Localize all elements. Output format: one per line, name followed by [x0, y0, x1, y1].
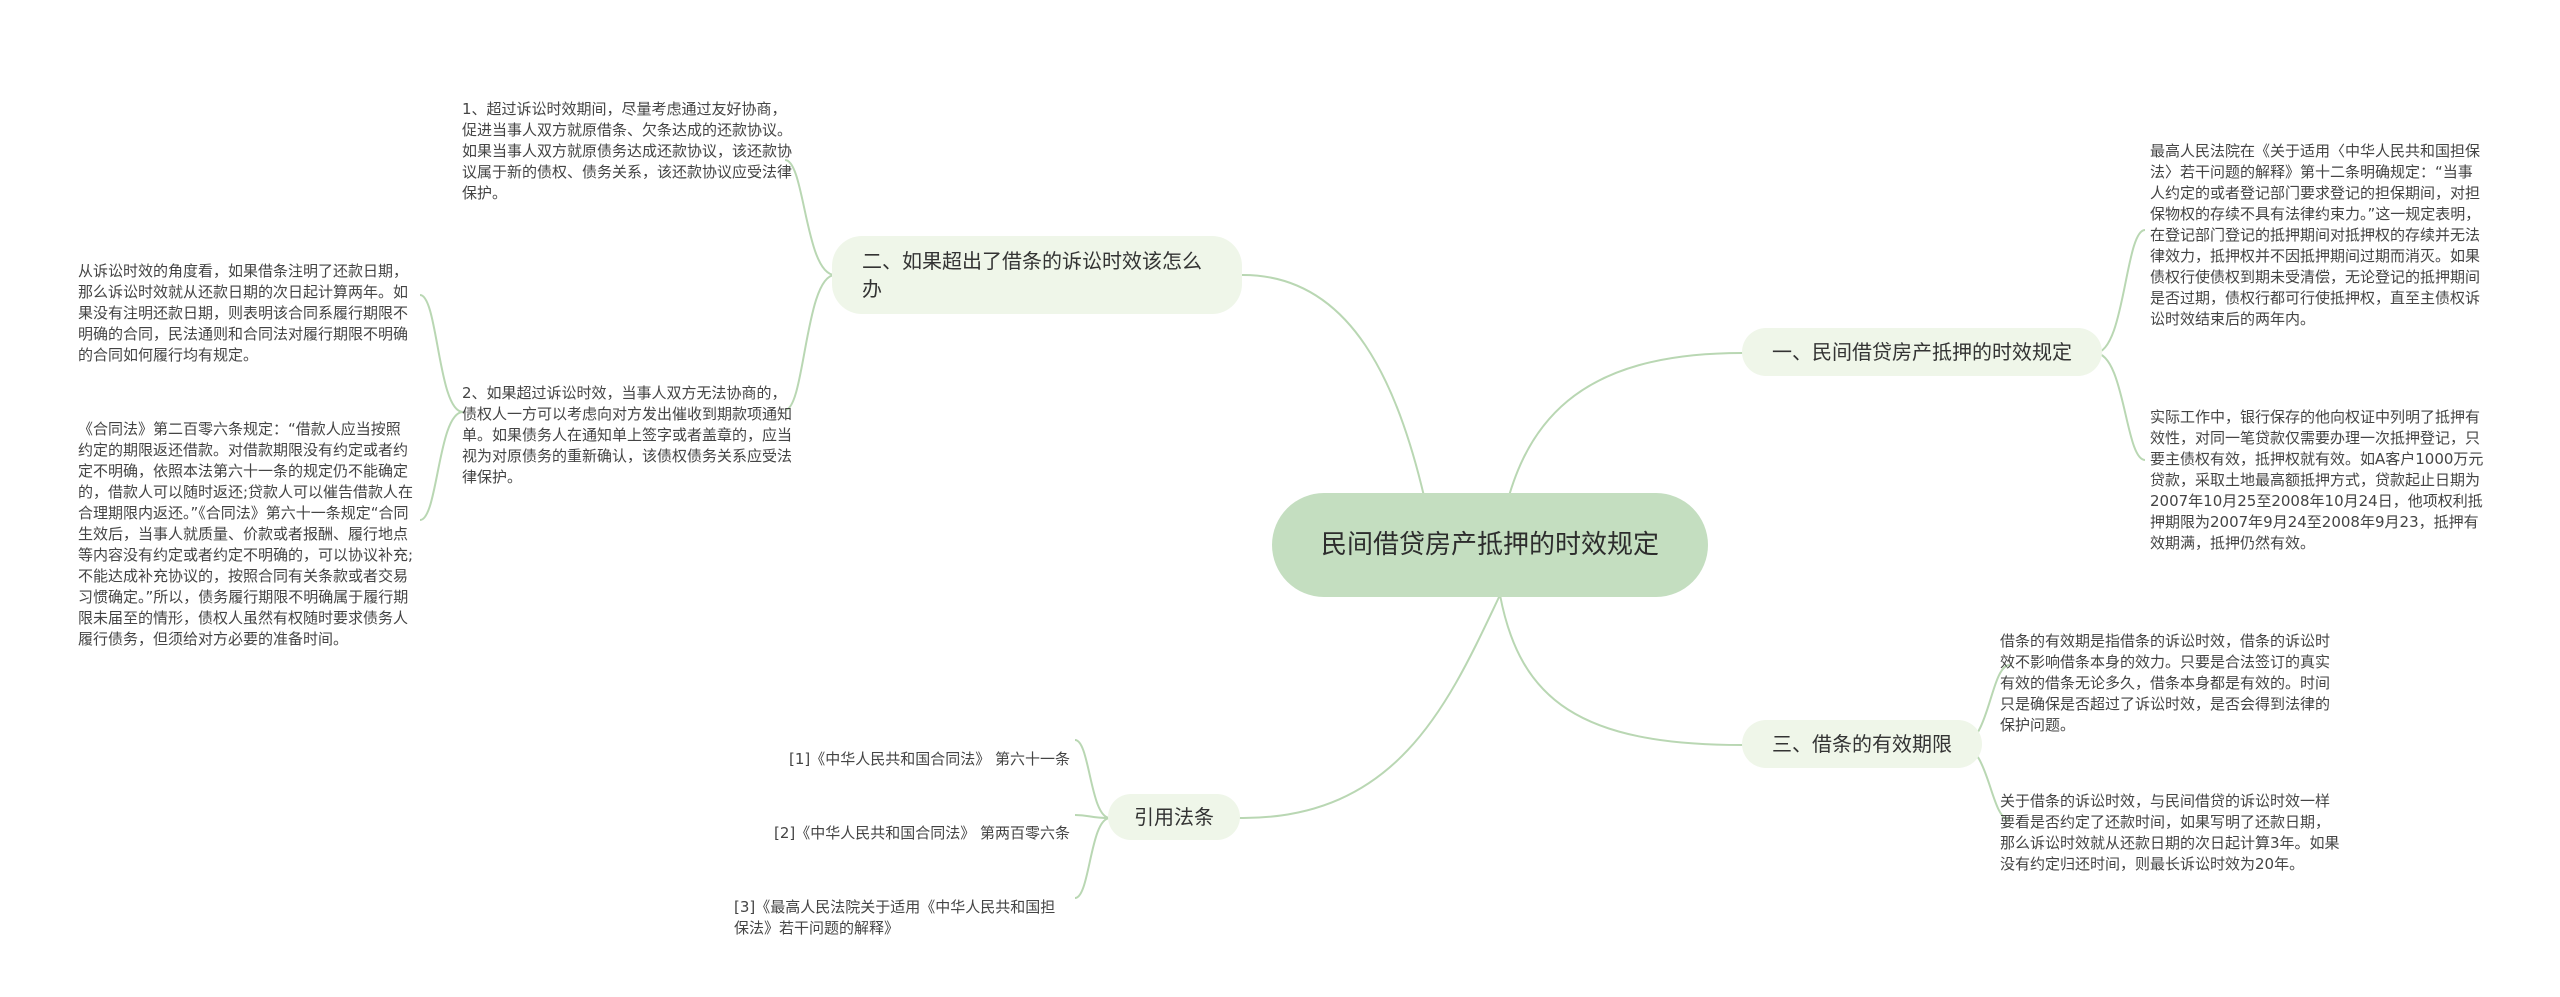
connector-root-b2	[1242, 274, 1431, 524]
ref-b4-2[interactable]: [2]《中华人民共和国合同法》 第两百零六条	[773, 824, 1070, 842]
connector-root-b1	[1499, 352, 1743, 536]
branch-b1-label: 一、民间借贷房产抵押的时效规定	[1772, 340, 2072, 364]
ref-b4-1[interactable]: [1]《中华人民共和国合同法》 第六十一条	[788, 750, 1070, 768]
root-node[interactable]: 民间借贷房产抵押的时效规定	[1272, 493, 1708, 597]
branch-b3-label: 三、借条的有效期限	[1772, 732, 1952, 756]
root-title: 民间借贷房产抵押的时效规定	[1320, 530, 1659, 560]
branch-b4[interactable]: 引用法条	[1108, 794, 1240, 840]
connector-b2-subleaves	[419, 294, 464, 521]
connector-root-b4	[1242, 594, 1501, 819]
connector-b2-leaves	[784, 159, 836, 411]
branch-b2[interactable]: 二、如果超出了借条的诉讼时效该怎么办	[832, 236, 1242, 314]
leaf-b3-1: 借条的有效期是指借条的诉讼时效，借条的诉讼时效不影响借条本身的效力。只要是合法签…	[2000, 632, 2331, 734]
connector-root-b3	[1499, 594, 1743, 746]
subleaf-b2-2: 《合同法》第二百零六条规定：“借款人应当按照约定的期限返还借款。对借款期限没有约…	[78, 420, 414, 648]
subleaf-b2-1: 从诉讼时效的角度看，如果借条注明了还款日期，那么诉讼时效就从还款日期的次日起计算…	[78, 262, 409, 364]
branch-b4-label: 引用法条	[1134, 805, 1214, 829]
branch-b2-label: 二、如果超出了借条的诉讼时效该怎么办	[862, 249, 1202, 301]
leaf-b1-2: 实际工作中，银行保存的他向权证中列明了抵押有效性，对同一笔贷款仅需要办理一次抵押…	[2150, 408, 2484, 552]
leaf-b2-2: 2、如果超过诉讼时效，当事人双方无法协商的，债权人一方可以考虑向对方发出催收到期…	[462, 384, 793, 486]
branch-b3[interactable]: 三、借条的有效期限	[1742, 720, 1982, 768]
ref-b4-3[interactable]: [3]《最高人民法院关于适用《中华人民共和国担保法》若干问题的解释》	[734, 898, 1056, 937]
leaf-b3-2: 关于借条的诉讼时效，与民间借贷的诉讼时效一样要看是否约定了还款时间，如果写明了还…	[2000, 792, 2340, 873]
connector-b4-refs	[1074, 739, 1111, 899]
branch-b1[interactable]: 一、民间借贷房产抵押的时效规定	[1742, 328, 2102, 376]
leaf-b2-1: 1、超过诉讼时效期间，尽量考虑通过友好协商，促进当事人双方就原借条、欠条达成的还…	[462, 100, 793, 202]
connector-b1-leaves	[2094, 229, 2146, 461]
leaf-b1-1: 最高人民法院在《关于适用〈中华人民共和国担保法〉若干问题的解释》第十二条明确规定…	[2150, 142, 2481, 328]
